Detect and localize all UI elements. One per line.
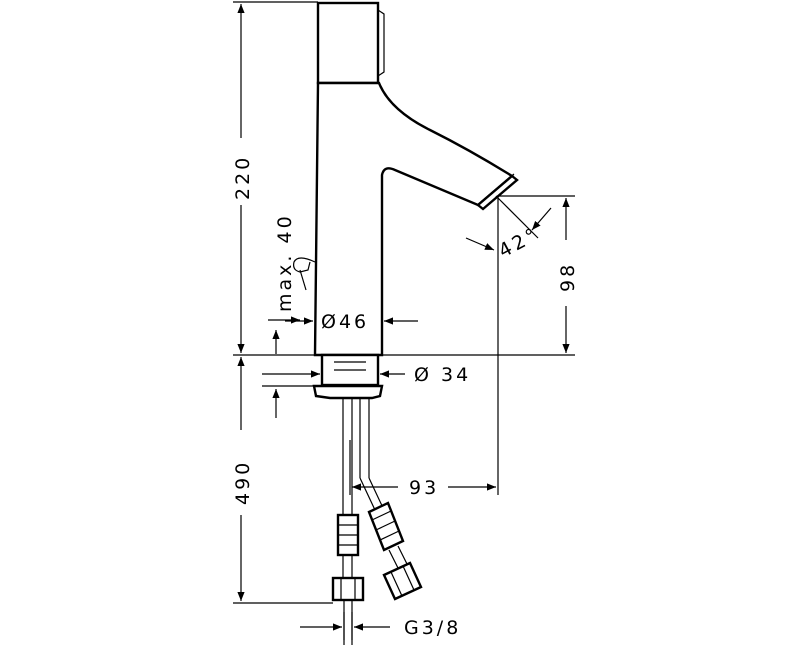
push-button-side: [377, 9, 385, 77]
faucet-outline: [233, 1, 575, 645]
mounting-nut: [320, 353, 380, 387]
supply-hoses: [331, 398, 423, 645]
connection-nut-left: [331, 576, 365, 602]
connection-nut-right: [382, 561, 423, 601]
dim-spout-98: 98: [498, 195, 579, 353]
dim-projection-93: 93: [349, 440, 496, 499]
dim-hose-490: 490: [232, 357, 333, 604]
dim-46-label: Ø46: [321, 311, 369, 333]
dim-42-label: 42°: [495, 223, 543, 262]
dim-93-label: 93: [409, 477, 439, 499]
dim-34-label: Ø 34: [414, 364, 471, 386]
dim-thread-g38: G3/8: [300, 612, 461, 640]
faucet-main-body: [313, 81, 515, 357]
dim-98-label: 98: [557, 262, 579, 292]
dim-body-46: Ø46: [285, 311, 418, 333]
dim-height-220: 220: [232, 1, 318, 353]
dim-490-label: 490: [232, 460, 254, 505]
dim-shank-34: Ø 34: [262, 364, 471, 386]
dim-220-label: 220: [232, 155, 254, 200]
mounting-plate: [312, 384, 384, 400]
drain-lever: [293, 257, 316, 273]
dim-max40-label: max. 40: [274, 213, 296, 312]
dim-lever-max40: max. 40: [268, 213, 300, 354]
push-button-cap: [316, 1, 380, 85]
dim-g38-label: G3/8: [404, 617, 461, 639]
